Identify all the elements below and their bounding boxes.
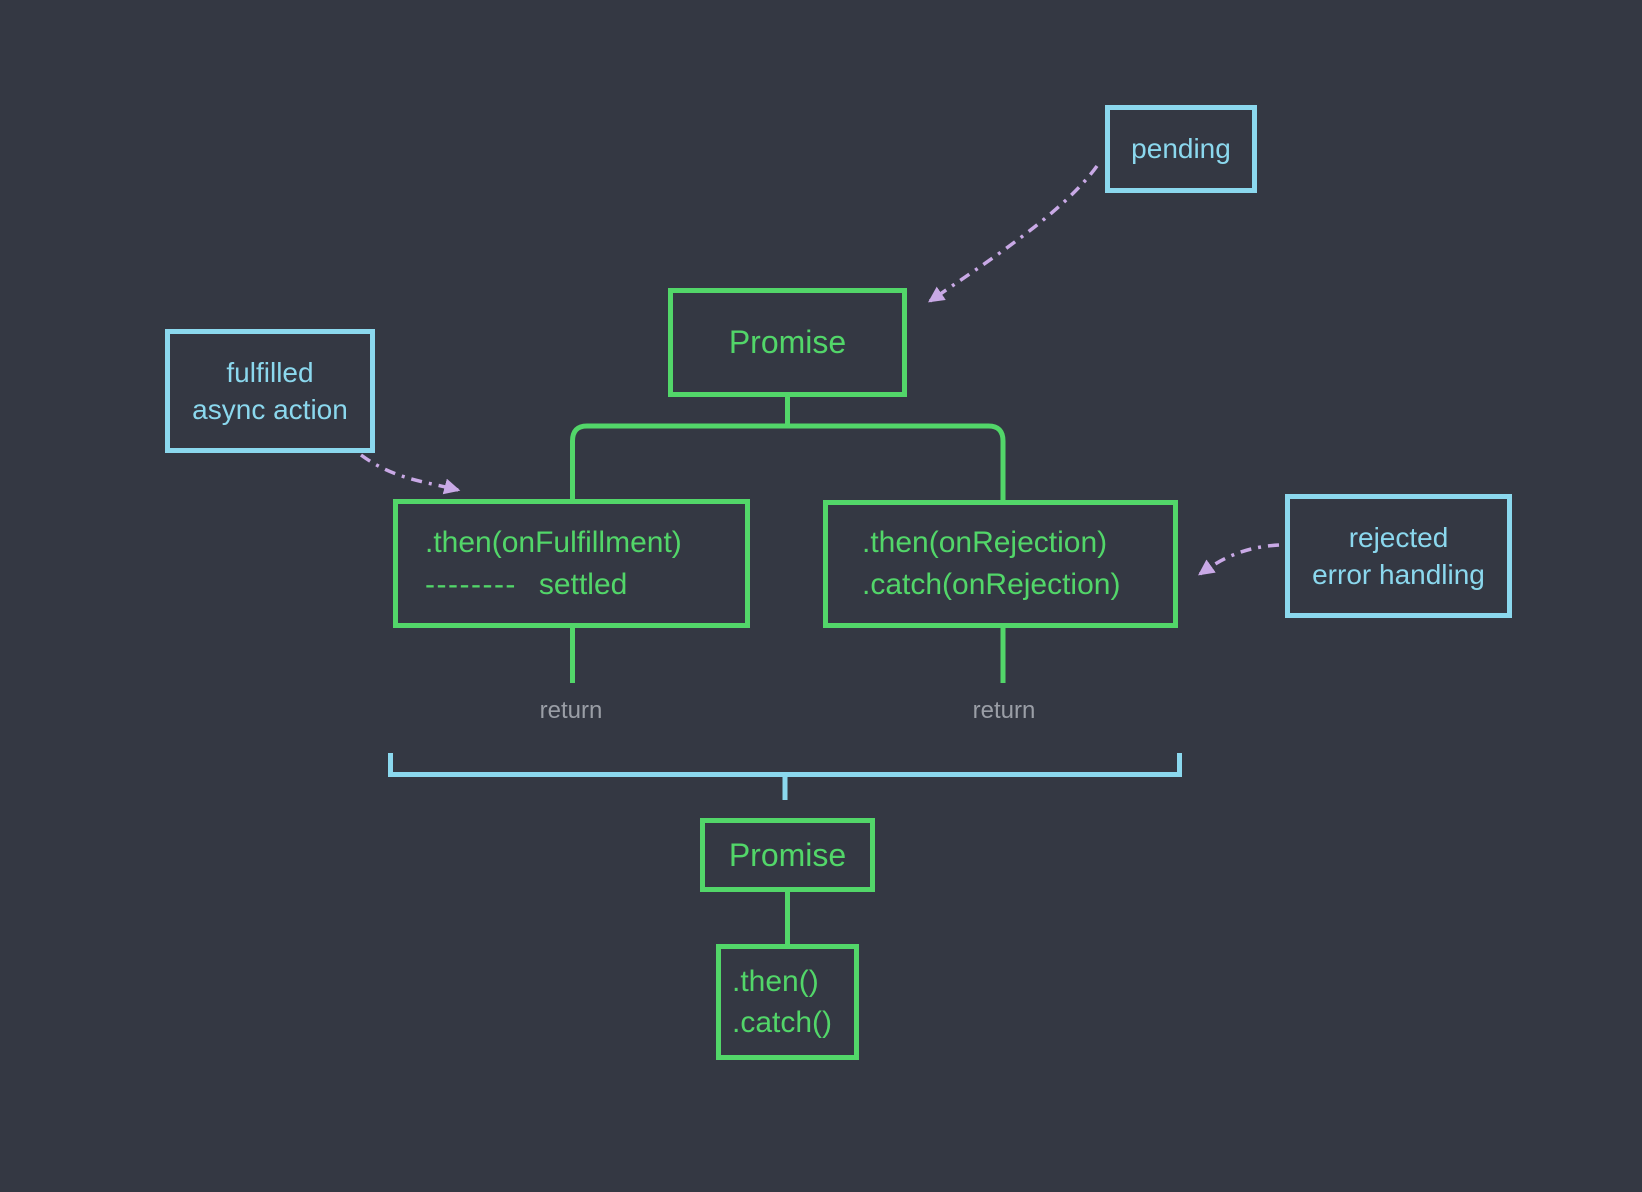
rejected-annotation: rejected error handling — [1285, 494, 1512, 618]
then-onfulfillment-label: .then(onFulfillment) — [425, 525, 682, 559]
result-promise-box: Promise — [700, 818, 875, 892]
then-onfulfillment-box: .then(onFulfillment) -------- settled — [393, 499, 750, 628]
fulfilled-annotation-line2: async action — [192, 394, 348, 425]
rejected-annotation-line1: rejected — [1348, 522, 1449, 553]
then-onrejection-label: .then(onRejection) — [862, 526, 1108, 559]
then-onrejection-box: .then(onRejection) .catch(onRejection) — [823, 500, 1178, 628]
promise-box-label: Promise — [728, 324, 847, 360]
then-catch-box: .then() .catch() — [716, 944, 859, 1060]
result-promise-label: Promise — [728, 836, 847, 873]
fulfilled-arrow — [359, 453, 461, 495]
catch-onrejection-label: .catch(onRejection) — [862, 568, 1121, 601]
rejected-arrow — [1198, 543, 1280, 576]
return-label-right: return — [972, 697, 1036, 724]
return-label-left: return — [539, 697, 603, 724]
settled-row: -------- settled — [425, 564, 627, 606]
fulfilled-annotation: fulfilled async action — [165, 329, 375, 453]
promise-branch-connector — [570, 423, 1006, 501]
then-label: .then() — [732, 965, 819, 998]
catch-label: .catch() — [732, 1006, 833, 1039]
pending-arrow — [928, 164, 1099, 303]
rejected-annotation-line2: error handling — [1312, 559, 1485, 590]
settled-label: settled — [538, 567, 628, 601]
fulfilled-annotation-line1: fulfilled — [226, 357, 314, 388]
pending-annotation-label: pending — [1131, 133, 1231, 164]
promise-box: Promise — [668, 288, 907, 397]
settled-dashes: -------- — [425, 567, 517, 601]
pending-annotation: pending — [1105, 105, 1257, 193]
merge-bracket — [388, 753, 1182, 777]
